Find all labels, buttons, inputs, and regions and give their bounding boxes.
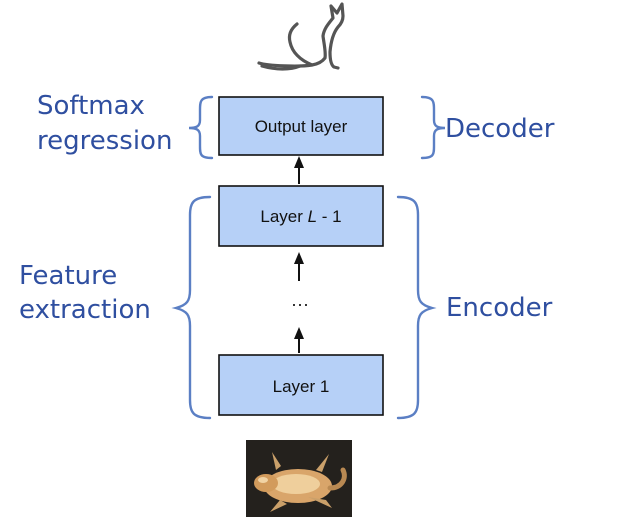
- decoder-brace: [420, 95, 446, 160]
- encoder-brace: [396, 195, 437, 420]
- cat-photo: [246, 440, 352, 517]
- layer-1-label: Layer 1: [273, 377, 330, 396]
- layer-1-box: [218, 354, 384, 416]
- layer-l-minus-1-box: [218, 185, 384, 247]
- arrow-from-layer-1: [294, 327, 304, 353]
- decoder-label: Decoder: [445, 114, 555, 144]
- ellipsis: ···: [291, 294, 309, 314]
- feature-extraction-brace: [171, 195, 212, 420]
- cat-silhouette-icon: [257, 2, 345, 71]
- feature-label-line2: extraction: [19, 295, 151, 325]
- output-layer-box: [218, 96, 384, 156]
- softmax-brace: [188, 95, 214, 160]
- softmax-label-line1: Softmax: [37, 91, 145, 121]
- output-layer-label: Output layer: [255, 117, 348, 136]
- arrow-to-output: [294, 156, 304, 184]
- softmax-label-line2: regression: [37, 126, 172, 156]
- feature-label-line1: Feature: [19, 261, 117, 291]
- encoder-label: Encoder: [446, 293, 553, 323]
- arrow-to-layer-l-minus-1: [294, 252, 304, 281]
- layer-l-minus-1-label: Layer L - 1: [260, 207, 341, 226]
